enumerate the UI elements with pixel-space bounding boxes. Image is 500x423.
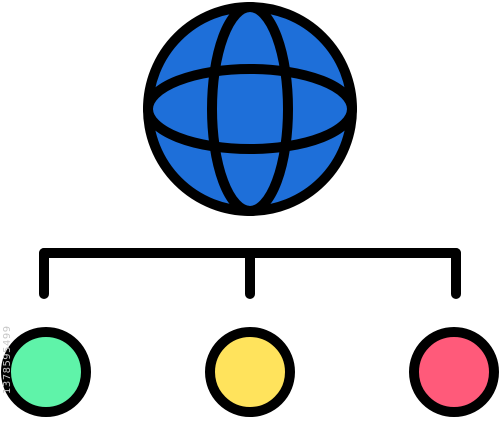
globe-latitude	[143, 64, 357, 154]
globe-body	[143, 2, 357, 216]
watermark-id-text: 1378595499	[2, 325, 13, 395]
globe-longitude	[207, 2, 293, 216]
node-right	[409, 327, 499, 417]
globe-icon	[143, 2, 357, 216]
node-left	[1, 327, 91, 417]
node-middle	[205, 327, 295, 417]
connector-lines	[39, 248, 461, 299]
